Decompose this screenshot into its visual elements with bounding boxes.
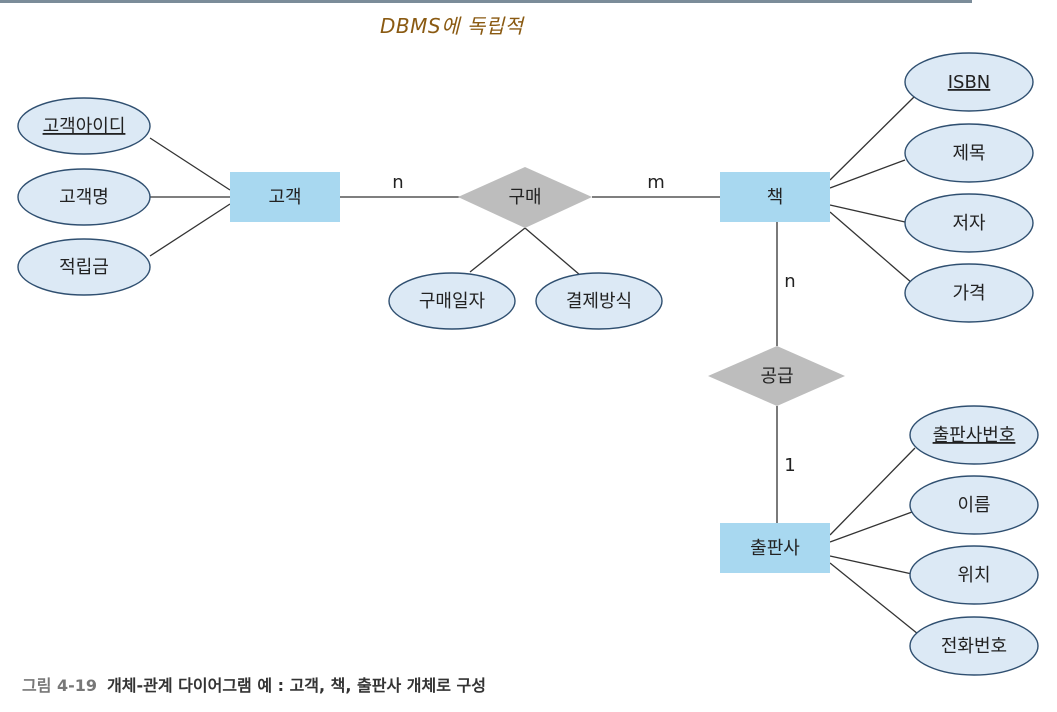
attr-location-label: 위치 bbox=[957, 565, 990, 586]
edge-book-author bbox=[829, 204, 906, 223]
attr-purchase-date: 구매일자 bbox=[388, 272, 516, 330]
entity-customer: 고객 bbox=[230, 172, 340, 222]
attr-publisher-no-label: 출판사번호 bbox=[933, 425, 1016, 446]
attr-customer-name-label: 고객명 bbox=[59, 187, 109, 208]
cardinality-customer: n bbox=[392, 172, 403, 193]
attr-price-label: 가격 bbox=[952, 283, 985, 304]
attr-phone: 전화번호 bbox=[909, 616, 1039, 676]
edge-book-isbn bbox=[829, 95, 916, 181]
edge-customer-id bbox=[149, 137, 231, 191]
attr-price: 가격 bbox=[904, 263, 1034, 323]
attr-isbn: ISBN bbox=[904, 52, 1034, 112]
edge-book-title bbox=[829, 159, 906, 189]
attr-customer-id-label: 고객아이디 bbox=[43, 116, 126, 137]
attr-title-label: 제목 bbox=[952, 143, 985, 164]
attr-pub-name-label: 이름 bbox=[957, 495, 990, 516]
attr-author-label: 저자 bbox=[952, 213, 986, 234]
cardinality-book-supply: n bbox=[784, 271, 795, 292]
edge-purchase-date bbox=[469, 227, 526, 273]
attr-location: 위치 bbox=[909, 545, 1039, 605]
cardinality-publisher: 1 bbox=[784, 455, 795, 476]
edge-payment-method bbox=[524, 227, 581, 276]
entity-book: 책 bbox=[720, 172, 830, 222]
top-rule bbox=[0, 0, 972, 3]
edge-publisher-name bbox=[829, 511, 913, 543]
diagram-edges bbox=[149, 95, 919, 635]
edge-publisher-phone bbox=[829, 562, 919, 635]
figure-caption-text: 개체-관계 다이어그램 예 : 고객, 책, 출판사 개체로 구성 bbox=[107, 676, 486, 695]
relationship-supply-label: 공급 bbox=[760, 366, 793, 387]
attr-isbn-label: ISBN bbox=[948, 72, 991, 93]
attr-points: 적립금 bbox=[17, 238, 151, 296]
figure-number: 그림 4-19 bbox=[22, 676, 98, 695]
edge-publisher-location bbox=[829, 555, 913, 575]
attr-payment-method-label: 결제방식 bbox=[566, 291, 632, 312]
attr-customer-name: 고객명 bbox=[17, 168, 151, 226]
handwritten-annotation: DBMS에 독립적 bbox=[380, 14, 524, 38]
attr-title: 제목 bbox=[904, 123, 1034, 183]
relationship-purchase: 구매 bbox=[458, 167, 592, 228]
attr-publisher-no: 출판사번호 bbox=[909, 405, 1039, 465]
attr-purchase-date-label: 구매일자 bbox=[419, 291, 486, 312]
entity-customer-label: 고객 bbox=[268, 187, 301, 208]
attr-payment-method: 결제방식 bbox=[535, 272, 663, 330]
cardinality-book-purchase: m bbox=[647, 172, 665, 193]
entity-book-label: 책 bbox=[767, 187, 784, 208]
relationship-purchase-label: 구매 bbox=[508, 187, 541, 208]
attr-points-label: 적립금 bbox=[59, 257, 109, 278]
relationship-supply: 공급 bbox=[708, 346, 845, 406]
attr-phone-label: 전화번호 bbox=[941, 636, 1007, 657]
edge-customer-points bbox=[149, 203, 231, 257]
edge-book-price bbox=[829, 211, 913, 284]
entity-publisher: 출판사 bbox=[720, 523, 830, 573]
entity-publisher-label: 출판사 bbox=[750, 538, 800, 559]
figure-caption: 그림 4-19 개체-관계 다이어그램 예 : 고객, 책, 출판사 개체로 구성 bbox=[22, 672, 486, 696]
attr-author: 저자 bbox=[904, 193, 1034, 253]
attr-customer-id: 고객아이디 bbox=[17, 97, 151, 155]
edge-publisher-no bbox=[829, 447, 916, 536]
attr-pub-name: 이름 bbox=[909, 475, 1039, 535]
